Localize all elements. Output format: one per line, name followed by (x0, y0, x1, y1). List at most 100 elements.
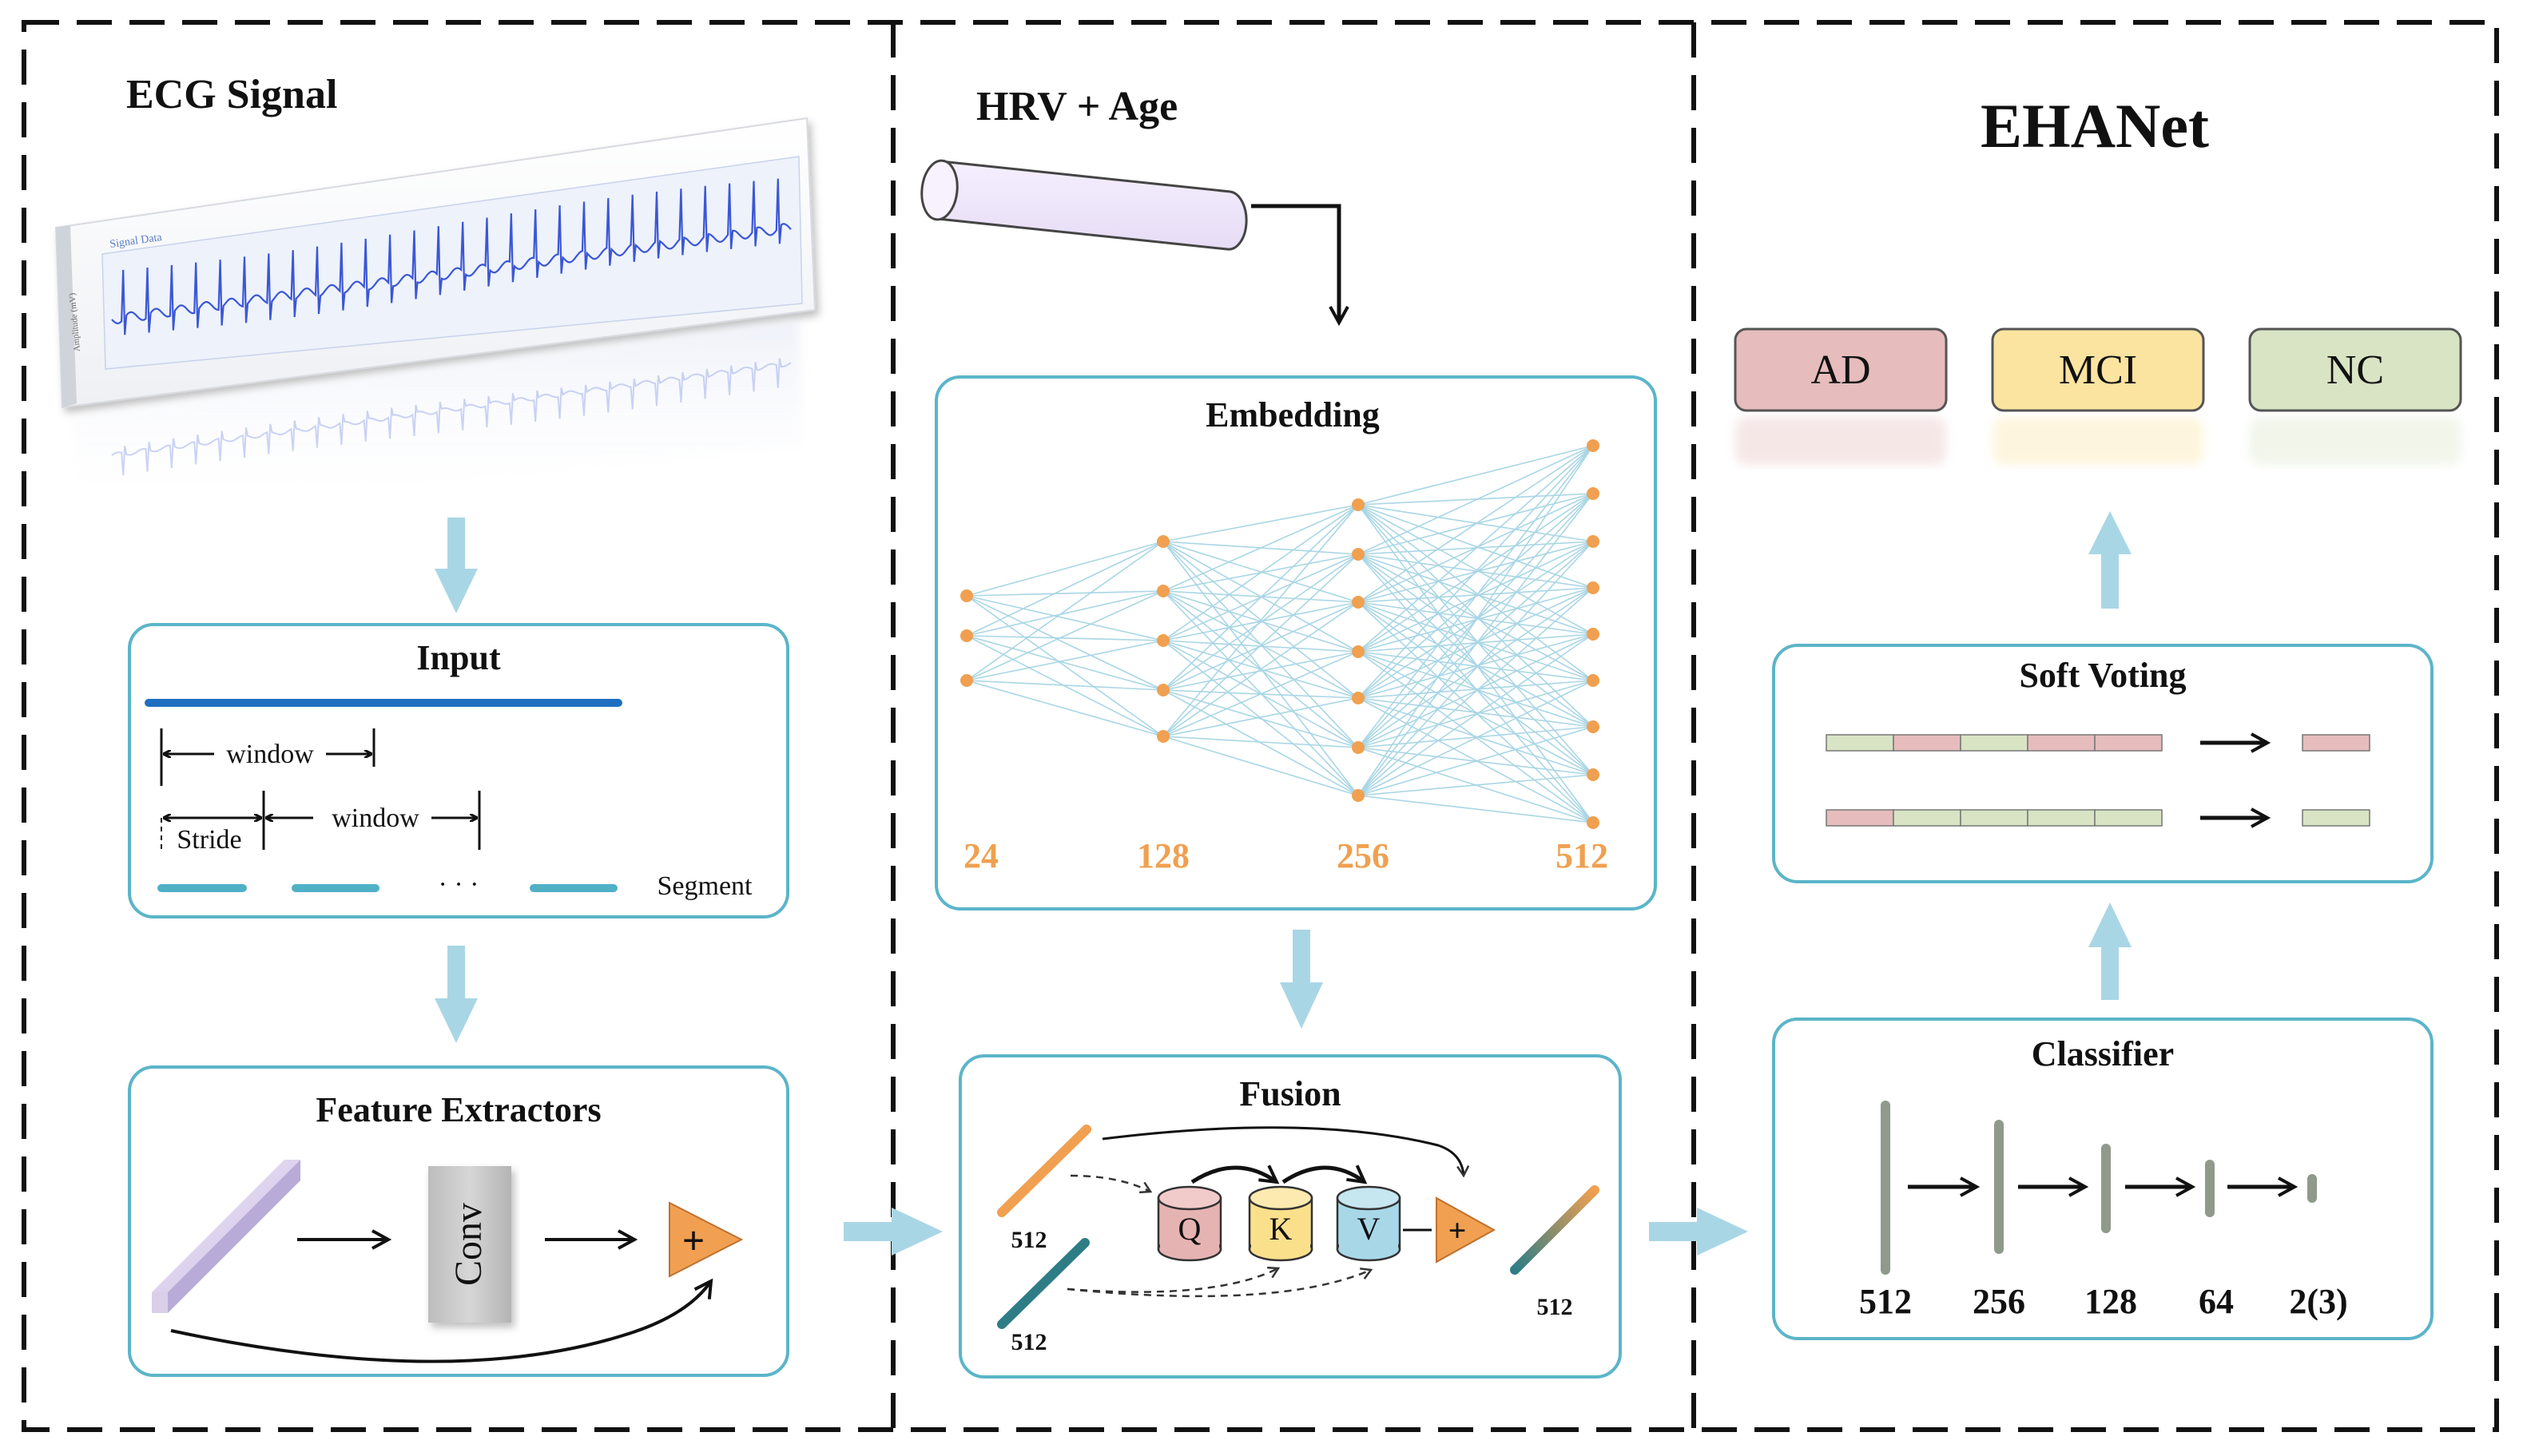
nn-edge (1162, 689, 1359, 796)
nn-node (1157, 730, 1170, 743)
nn-edge (1357, 726, 1594, 748)
nn-edge (966, 680, 1164, 737)
vote-segment (1826, 809, 1894, 827)
right-panel: EHANet AD MCI NC Soft Voting (1734, 91, 2462, 1340)
nn-edge (1357, 504, 1594, 728)
class-ad-label: AD (1810, 347, 1870, 393)
nn-edge (1357, 697, 1594, 776)
hrv-feature-bar (997, 1238, 1090, 1329)
nn-edge (1162, 736, 1359, 748)
ecg-signal-preview: Signal Data Amplitude (mV) (54, 117, 816, 519)
nn-edge (1357, 697, 1594, 728)
nn-edge (966, 635, 1164, 691)
arrow-left-to-middle (844, 1208, 943, 1256)
class-nc: NC (2248, 327, 2462, 465)
nn-node (1587, 487, 1599, 500)
cls-label-128: 128 (2084, 1282, 2137, 1321)
v-cylinder: V (1336, 1185, 1401, 1262)
nn-node (1352, 596, 1365, 609)
cls-label-256: 256 (1973, 1282, 2025, 1321)
left-panel: ECG Signal Signal Data Amplitude (mV) In… (54, 72, 816, 1377)
fused-feature-bar (1510, 1185, 1599, 1275)
nn-node (1587, 628, 1599, 641)
nn-node (960, 674, 973, 687)
nn-edge (1162, 553, 1359, 691)
nn-node (1587, 439, 1599, 452)
vote-result-nc (2302, 809, 2370, 827)
nn-edge (966, 640, 1164, 681)
class-nc-label: NC (2326, 347, 2384, 393)
middle-panel: HRV + Age Embedding 24 128 256 512 Fusio… (920, 84, 1657, 1379)
vote-result-ad (2302, 734, 2370, 752)
feature-extractors-box: Feature Extractors Conv + (128, 1065, 789, 1377)
embedding-nodes (960, 439, 1599, 829)
soft-voting-box: Soft Voting (1772, 644, 2434, 883)
nn-edge (1357, 504, 1594, 635)
nn-edge (1162, 736, 1359, 796)
nn-edge (1357, 445, 1594, 506)
nn-edge (1357, 493, 1594, 796)
nn-edge (1357, 504, 1594, 589)
nn-edge (1357, 504, 1594, 681)
nn-edge (1357, 445, 1594, 555)
nn-edge (1357, 795, 1594, 823)
class-mci: MCI (1991, 327, 2205, 465)
input-title: Input (416, 638, 501, 677)
nn-node (1157, 634, 1170, 647)
k-label: K (1269, 1211, 1293, 1247)
nn-edge (1162, 504, 1359, 641)
nn-edge (1162, 504, 1359, 691)
vote-row-2 (1826, 809, 2163, 827)
nn-edge (966, 635, 1164, 737)
fusion-box: Fusion 512 512 Q (959, 1054, 1622, 1379)
nn-edge (966, 590, 1164, 681)
nn-node (1587, 535, 1599, 548)
nn-node (1352, 741, 1365, 754)
v-label: V (1357, 1211, 1381, 1247)
nn-edge (1162, 697, 1359, 737)
segment-prism (152, 1160, 300, 1313)
nn-edge (1357, 445, 1594, 796)
nn-edge (1357, 601, 1594, 635)
nn-edge (1357, 601, 1594, 728)
segment-ellipsis: · · · (439, 870, 479, 899)
vote-segment (1960, 809, 2028, 827)
ecg-trace (111, 178, 792, 335)
embedding-layer-24: 24 (964, 836, 999, 875)
nn-edge (966, 635, 1164, 641)
embedding-layer-256: 256 (1337, 836, 1389, 875)
nn-edge (1357, 445, 1594, 699)
embedding-title: Embedding (1206, 395, 1380, 434)
nn-edge (1162, 553, 1359, 737)
arrow-tube-to-embedding (1251, 204, 1339, 323)
nn-edge (1162, 504, 1359, 542)
nn-node (1587, 581, 1599, 594)
class-mci-label: MCI (2059, 347, 2137, 393)
add-symbol-left: + (682, 1218, 705, 1263)
nn-edge (966, 590, 1164, 637)
hrv-age-tube (920, 159, 1248, 251)
nn-edge (1357, 587, 1594, 699)
conv-label: Conv (447, 1203, 490, 1286)
vote-segment (1826, 734, 1894, 752)
nn-edge (1357, 601, 1594, 776)
vote-segment (1960, 734, 2028, 752)
nn-node (960, 589, 973, 602)
ehanet-title: EHANet (1981, 91, 2209, 161)
fusion-dim-output: 512 (1537, 1294, 1573, 1320)
q-cylinder: Q (1157, 1185, 1222, 1262)
nn-node (1352, 548, 1365, 561)
nn-edge (1357, 633, 1594, 699)
nn-edge (1162, 541, 1359, 603)
fusion-title: Fusion (1239, 1074, 1341, 1113)
nn-edge (1357, 680, 1594, 699)
ecg-reflection (111, 358, 792, 476)
nn-edge (1357, 726, 1594, 796)
nn-node (1352, 692, 1365, 704)
embedding-edges (966, 445, 1594, 823)
nn-edge (1162, 601, 1359, 737)
vote-segment (2027, 809, 2096, 827)
nn-edge (1357, 601, 1594, 681)
vote-segment (2094, 734, 2163, 752)
